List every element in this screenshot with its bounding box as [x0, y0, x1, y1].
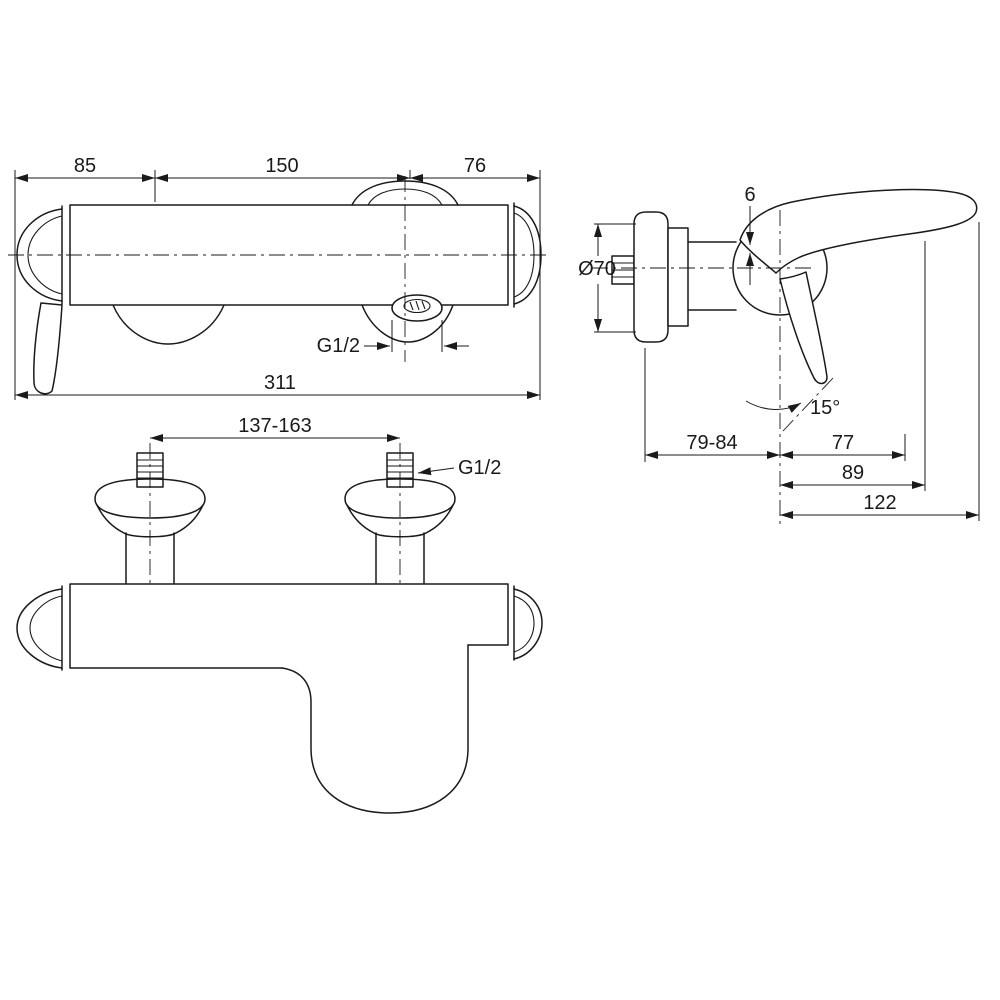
- escutcheon-left: [94, 478, 206, 519]
- lever-blade: [739, 188, 978, 274]
- wall-flange: [633, 211, 669, 343]
- inlet-thread-leader: [417, 467, 455, 476]
- front-view: 137-163 G1/2: [16, 415, 543, 814]
- body-outline-front: [69, 583, 509, 669]
- dim-label-85: 85: [74, 155, 96, 177]
- side-dimensions: 6 Ø70 15° 79-84 77 89 122: [578, 184, 980, 521]
- aerator-hatch: [409, 300, 426, 311]
- left-end-cap-inner: [27, 215, 63, 295]
- connector-cylinder-left: [125, 532, 175, 584]
- dim-label-diameter: Ø70: [578, 258, 616, 280]
- side-centerlines: [592, 210, 834, 525]
- connector-cylinder-right: [375, 532, 425, 584]
- dim-label-angle: 15°: [810, 397, 840, 419]
- nipple-threads: [612, 262, 634, 278]
- side-view: 6 Ø70 15° 79-84 77 89 122: [578, 184, 980, 525]
- dim-label-150: 150: [265, 155, 298, 177]
- faucet-body-front: [16, 583, 543, 814]
- dim-label-77: 77: [832, 432, 854, 454]
- dim-label-311: 311: [264, 372, 296, 394]
- aerator-ring: [391, 294, 443, 322]
- dim-label-inlet-thread: G1/2: [458, 457, 501, 479]
- tail-angle-centerline: [782, 377, 834, 432]
- dim-label-6: 6: [744, 184, 755, 206]
- angle-arc: [745, 400, 802, 413]
- dim-label-76: 76: [464, 155, 486, 177]
- lever-handle-plan: [33, 302, 63, 395]
- aerator-inner: [403, 298, 431, 314]
- faucet-body-plan: [16, 180, 542, 395]
- plan-dimensions: 85 150 76 G1/2 311: [14, 155, 541, 400]
- dim-label-79-84: 79-84: [686, 432, 737, 454]
- lever-tail: [779, 271, 828, 385]
- front-right-end-cap: [513, 588, 543, 660]
- front-right-end-cap-inner: [513, 595, 535, 653]
- aerator-outlet: [391, 294, 443, 322]
- escutcheon-right: [344, 478, 456, 519]
- flange-step: [667, 227, 689, 327]
- front-centerlines: [149, 443, 401, 585]
- plan-centerlines: [8, 176, 548, 362]
- connecting-pipe: [687, 241, 737, 311]
- front-left-end-cap-inner: [29, 595, 63, 662]
- front-left-end-cap: [16, 588, 63, 669]
- dim-label-122: 122: [863, 492, 896, 514]
- wall-connection-side: [611, 211, 737, 343]
- dim-label-outlet-thread: G1/2: [317, 335, 360, 357]
- front-dimensions: 137-163 G1/2: [150, 415, 501, 479]
- dim-label-137-163: 137-163: [238, 415, 311, 437]
- tub-spout: [281, 644, 469, 814]
- plan-view: 85 150 76 G1/2 311: [8, 155, 548, 400]
- dim-label-89: 89: [842, 462, 864, 484]
